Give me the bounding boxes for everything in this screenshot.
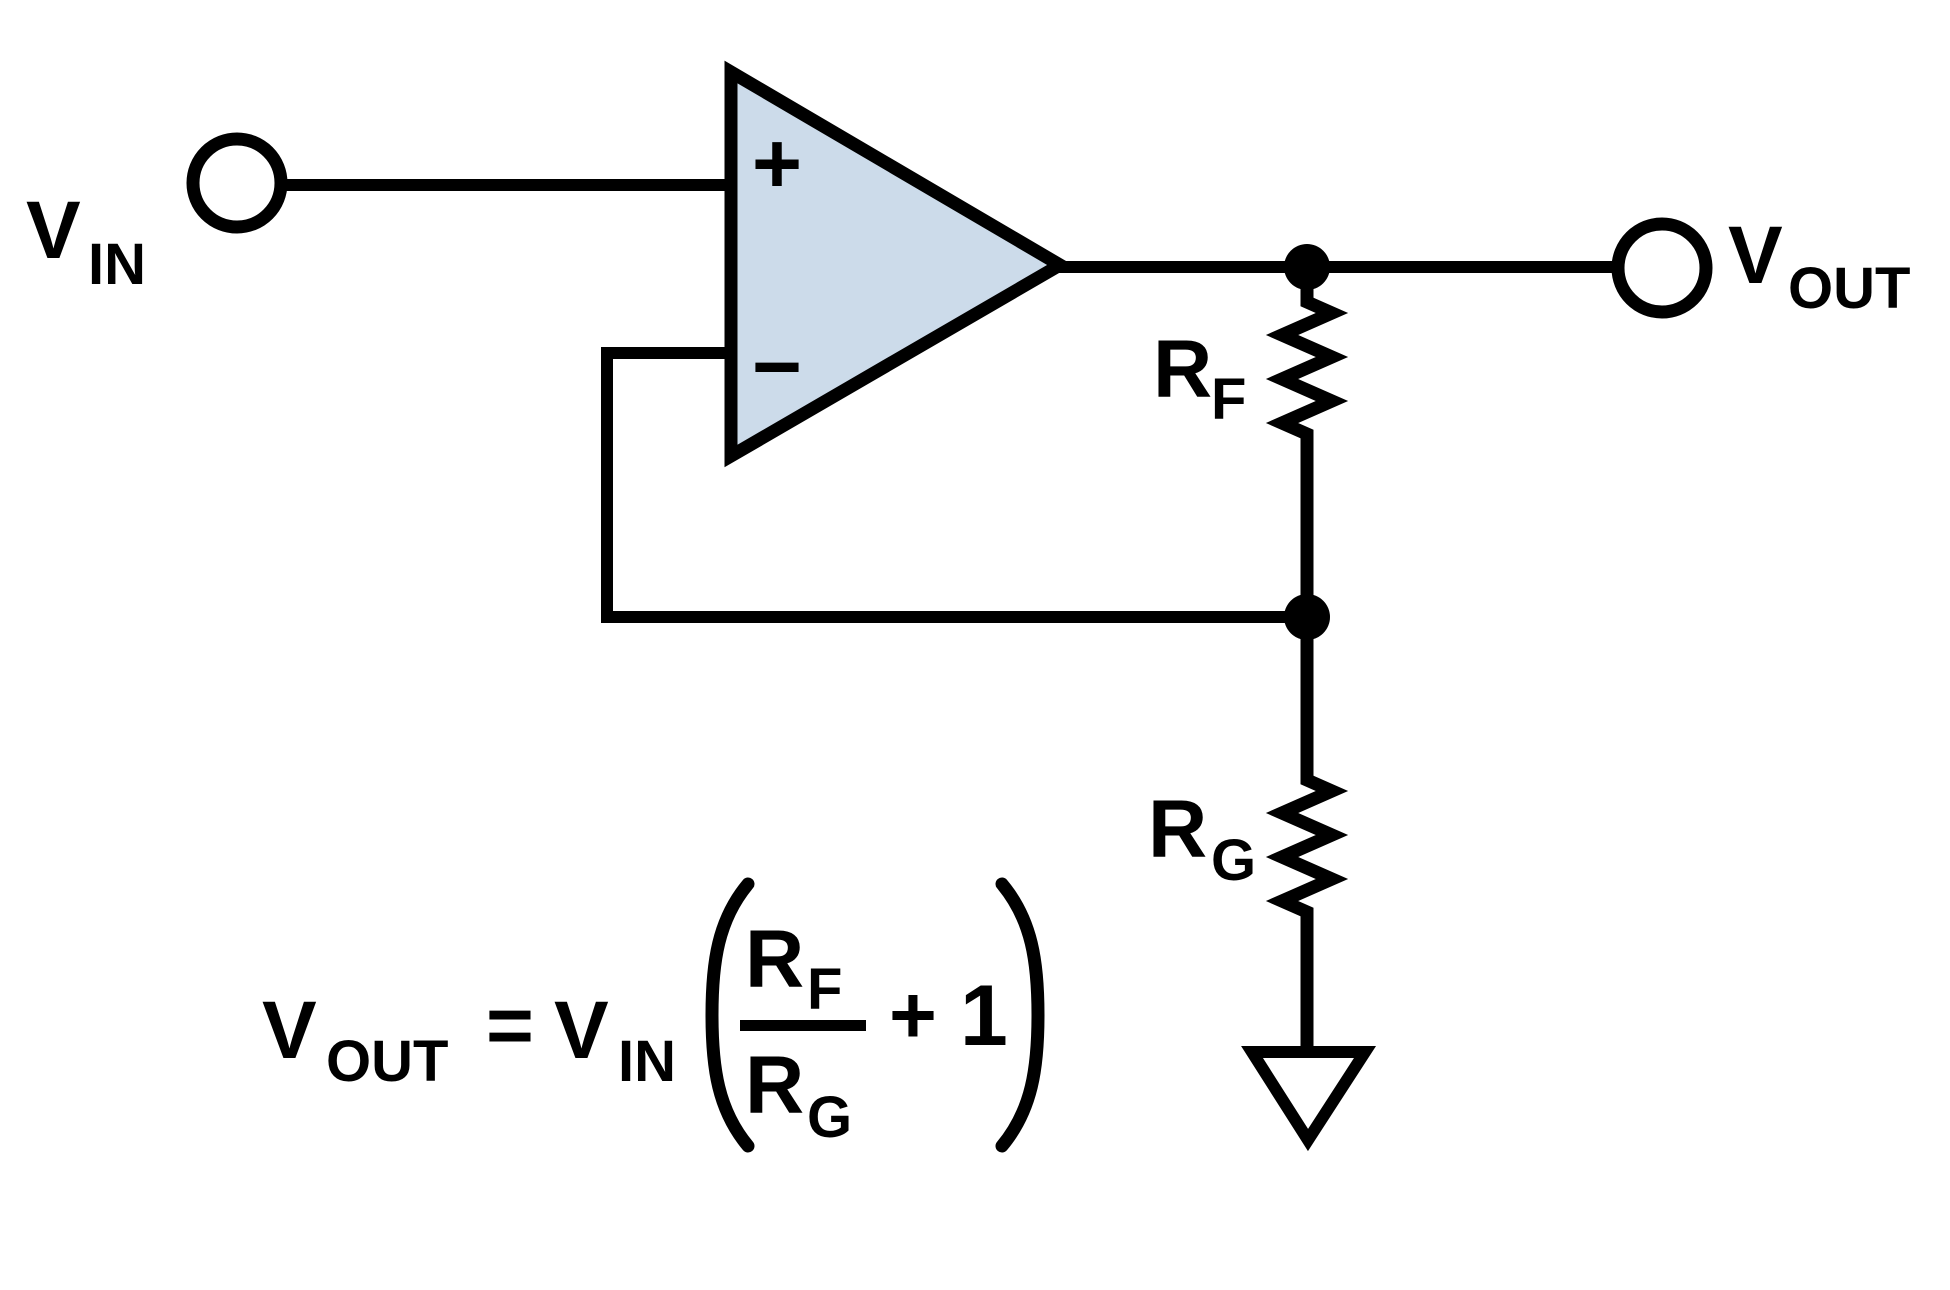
wire-feedback-loop (601, 347, 1307, 623)
rf-label: R F (1153, 324, 1246, 432)
vin-terminal-icon (186, 132, 288, 234)
formula-lhs: V OUT (262, 985, 448, 1094)
junction-dot-feedback (1284, 594, 1330, 640)
formula-equals: = (486, 980, 534, 1071)
formula-rhs-vin: V IN (554, 985, 676, 1094)
gain-formula: V OUT = V IN R F R G + 1 (262, 877, 1045, 1153)
formula-plus: + (889, 970, 937, 1061)
formula-fraction-numerator: R F (745, 914, 842, 1022)
left-parenthesis (705, 877, 755, 1153)
right-parenthesis (995, 877, 1045, 1153)
minus-input-icon: − (752, 319, 802, 415)
vout-terminal-icon (1611, 217, 1713, 319)
formula-one: 1 (960, 968, 1008, 1064)
resistor-rg-symbol (1265, 617, 1349, 1052)
rg-label: R G (1148, 784, 1256, 893)
plus-input-icon: + (752, 116, 802, 212)
fraction-bar (740, 1020, 866, 1031)
vin-label: V IN (26, 185, 146, 297)
vout-label: V OUT (1728, 210, 1910, 321)
ground-icon (1241, 1046, 1377, 1152)
opamp-body (724, 60, 1073, 468)
resistor-rf-symbol (1265, 267, 1349, 617)
formula-fraction-denominator: R G (745, 1040, 852, 1150)
junction-dot-output (1284, 244, 1330, 290)
